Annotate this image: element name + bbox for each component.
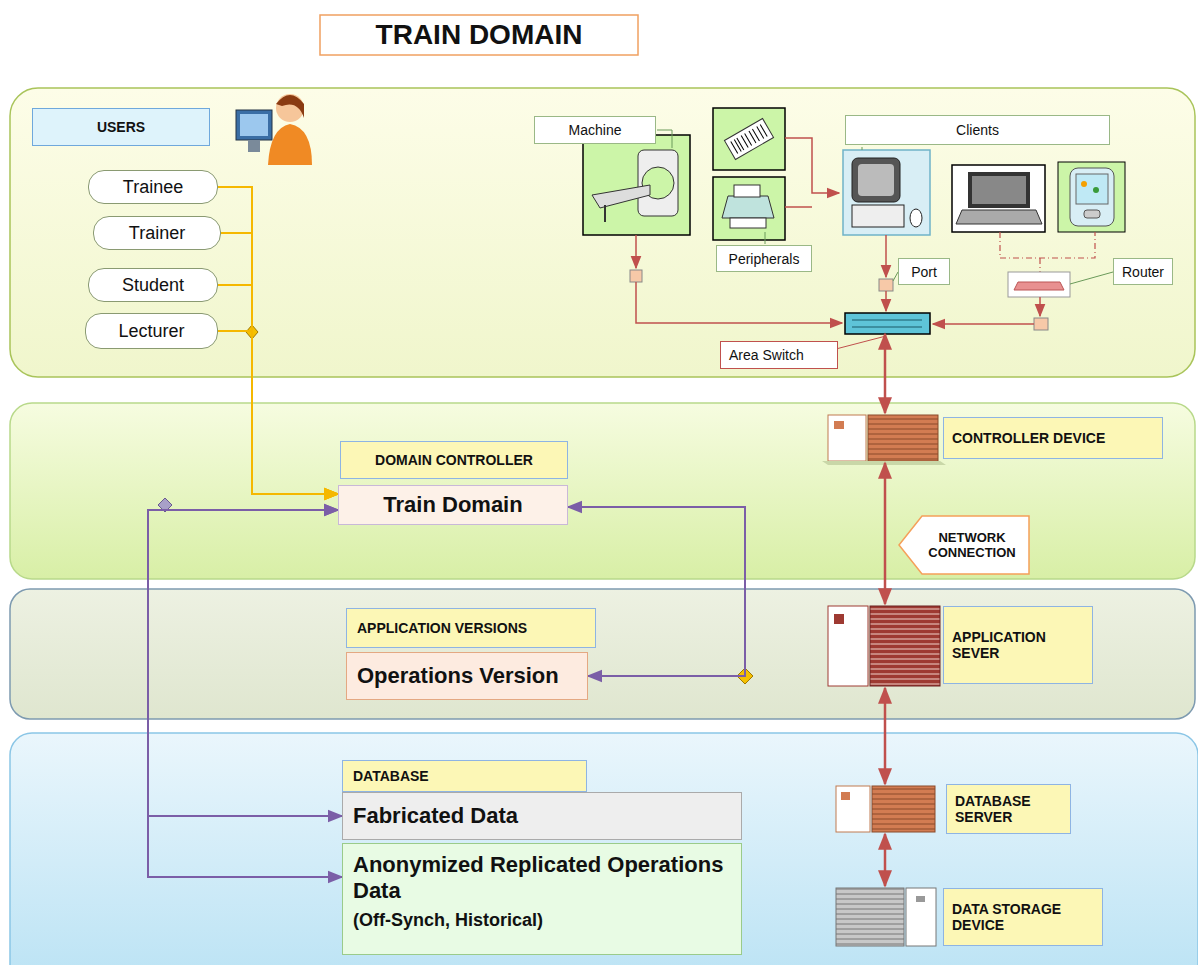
- user-role: Trainer: [93, 216, 221, 250]
- node-label: Fabricated Data: [353, 803, 518, 829]
- user-role: Student: [88, 268, 218, 302]
- server-device: CONTROLLER DEVICE: [825, 413, 1163, 463]
- node-label: DOMAIN CONTROLLER: [375, 452, 533, 468]
- connector: [148, 510, 342, 877]
- connector: [148, 510, 342, 816]
- node-label: Operations Version: [357, 663, 559, 689]
- domain-box: Train Domain: [338, 485, 568, 525]
- node-sublabel: (Off-Synch, Historical): [353, 910, 543, 931]
- node-label: Peripherals: [729, 251, 800, 267]
- node-label: Lecturer: [118, 321, 184, 342]
- device-tag: Clients: [845, 115, 1110, 145]
- node-label: Port: [911, 264, 937, 280]
- server-device: DATABASE SERVER: [835, 784, 1125, 834]
- node-label: DATA STORAGE DEVICE: [943, 888, 1103, 946]
- version-box: Operations Version: [346, 652, 588, 700]
- node-label: APPLICATION VERSIONS: [357, 620, 527, 636]
- node-label: CONTROLLER DEVICE: [943, 417, 1163, 459]
- callout-shape: NETWORK CONNECTION: [898, 515, 1030, 575]
- section-header: DOMAIN CONTROLLER: [340, 441, 568, 479]
- user-role: Trainee: [88, 170, 218, 204]
- data-box: Fabricated Data: [342, 792, 742, 840]
- node-label: NETWORK CONNECTION: [924, 530, 1020, 560]
- connector: [221, 233, 338, 494]
- node-label: Train Domain: [383, 492, 522, 518]
- connector: [568, 507, 745, 676]
- connector: [218, 285, 338, 494]
- node-label: Trainer: [129, 223, 185, 244]
- device-tag: Router: [1113, 258, 1173, 285]
- node-label: DATABASE: [353, 768, 429, 784]
- diagram-title: TRAIN DOMAIN: [320, 15, 638, 55]
- node-label: USERS: [97, 119, 145, 135]
- connector: [884, 463, 887, 604]
- node-label: Anonymized Replicated Operations Data: [353, 852, 731, 904]
- area-switch: Area Switch: [845, 313, 930, 334]
- node-label: Router: [1122, 264, 1164, 280]
- connector: [218, 331, 338, 494]
- users-header: USERS: [32, 108, 210, 146]
- node-label: Machine: [569, 122, 622, 138]
- node-label: Clients: [956, 122, 999, 138]
- data-box: Anonymized Replicated Operations Data (Of…: [342, 843, 742, 955]
- connector: [884, 334, 887, 413]
- section-header: DATABASE: [342, 760, 587, 792]
- node-label: APPLICATION SEVER: [943, 606, 1093, 684]
- node-label: Trainee: [123, 177, 183, 198]
- connector: [884, 834, 887, 886]
- node-label: DATABASE SERVER: [946, 784, 1071, 834]
- server-device: APPLICATION SEVER: [825, 604, 1163, 688]
- user-role: Lecturer: [85, 313, 218, 349]
- section-header: APPLICATION VERSIONS: [346, 608, 596, 648]
- device-tag: Machine: [534, 116, 656, 144]
- node-label: Student: [122, 275, 184, 296]
- device-tag: Port: [898, 258, 950, 285]
- server-device: DATA STORAGE DEVICE: [835, 886, 1125, 948]
- connector: [218, 187, 338, 494]
- node-label: Area Switch: [720, 341, 838, 369]
- device-tag: Peripherals: [716, 245, 812, 272]
- connector: [884, 688, 887, 784]
